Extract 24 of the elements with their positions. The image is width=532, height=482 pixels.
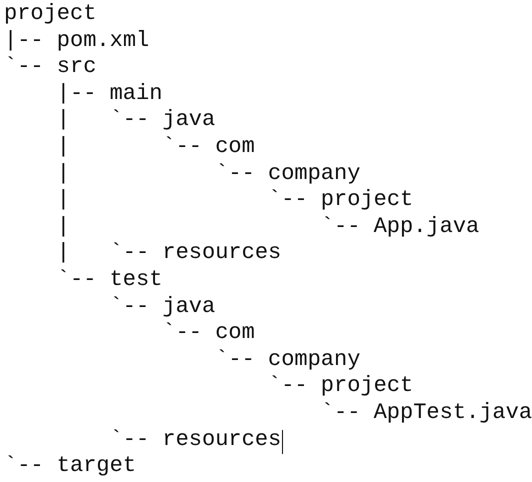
tree-entry: |-- pom.xml bbox=[4, 26, 150, 54]
tree-entry: `-- resources bbox=[110, 239, 282, 266]
tree-entry: | bbox=[56, 186, 70, 214]
tree-entry: `-- target bbox=[4, 452, 136, 480]
tree-entry: `-- java bbox=[110, 292, 216, 320]
tree-entry: `-- company bbox=[215, 346, 360, 373]
tree-entry: `-- AppTest.java bbox=[320, 399, 532, 426]
tree-entry: `-- project bbox=[268, 186, 414, 214]
tree-entry: `-- src bbox=[4, 53, 96, 80]
tree-entry: `-- App.java bbox=[320, 212, 480, 240]
tree-entry: `-- com bbox=[162, 133, 255, 160]
tree-entry: `-- java bbox=[110, 106, 216, 134]
tree-entry: `-- com bbox=[162, 319, 255, 346]
tree-entry: |-- main bbox=[56, 80, 162, 107]
tree-entry: | bbox=[56, 239, 70, 266]
tree-entry: `-- company bbox=[215, 160, 360, 187]
tree-entry: | bbox=[56, 133, 70, 160]
tree-entry: | bbox=[56, 106, 70, 134]
tree-entry: `-- test bbox=[56, 266, 162, 293]
tree-entry: | bbox=[56, 160, 70, 187]
tree-entry: `-- project bbox=[268, 372, 414, 400]
tree-entry: | bbox=[56, 212, 70, 240]
tree-entry: `-- resources bbox=[110, 426, 282, 453]
tree-entry: project bbox=[4, 0, 96, 27]
